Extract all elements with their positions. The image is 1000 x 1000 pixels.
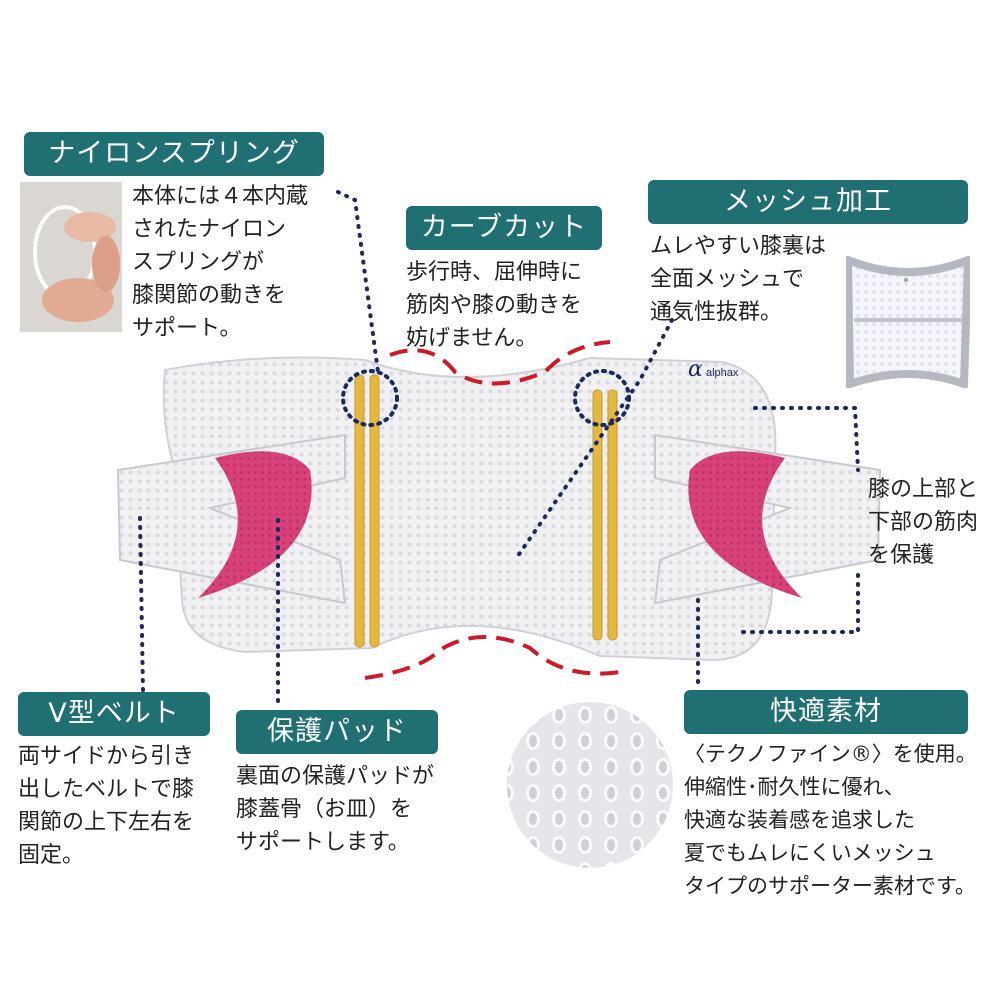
desc-material: 〈テクノファイン®〉を使用。 伸縮性･耐久性に優れ、 快適な装着感を追求した 夏… [684, 742, 977, 898]
leader-knee [740, 406, 860, 634]
spring-right-1 [592, 389, 603, 641]
leader-mesh [513, 318, 674, 562]
nylon-spring-photo [20, 182, 122, 332]
tag-v-belt: V型ベルト [18, 692, 210, 736]
spring-right-2 [607, 389, 618, 641]
tag-nylon-spring: ナイロンスプリング [24, 132, 324, 176]
spring-highlight-left [341, 369, 399, 427]
tag-mesh: メッシュ加工 [648, 180, 968, 224]
left-pink-pad [198, 451, 312, 598]
spring-left-2 [369, 374, 380, 648]
right-pink-pad [688, 451, 802, 598]
tag-curve-cut: カーブカット [406, 206, 602, 250]
curve-cut-bottom [364, 635, 621, 680]
tag-material: 快適素材 [684, 690, 968, 734]
desc-v-belt: 両サイドから引き 出したベルトで膝 関節の上下左右を 固定。 [18, 744, 195, 868]
desc-knee-protect: 膝の上部と 下部の筋肉 を保護 [868, 477, 979, 568]
desc-pad: 裏面の保護パッドが 膝蓋骨（お皿）を サポートします。 [236, 764, 435, 855]
material-closeup [505, 700, 675, 870]
desc-mesh: ムレやすい膝裏は 全面メッシュで 通気性抜群。 [650, 234, 827, 325]
desc-curve-cut: 歩行時、屈伸時に 筋肉や膝の動きを 妨げません。 [406, 260, 583, 351]
mesh-photo [846, 256, 970, 388]
spring-left-1 [354, 374, 365, 648]
desc-nylon-spring: 本体には４本内蔵 されたナイロン スプリングが 膝関節の動きを サポート。 [132, 184, 309, 341]
leader-v-belt [138, 516, 145, 692]
leader-nylon [336, 190, 380, 374]
svg-text:alphax: alphax [706, 367, 739, 379]
tag-pad: 保護パッド [236, 710, 438, 754]
alphax-logo: α [688, 357, 703, 382]
curve-cut-top [389, 340, 611, 386]
